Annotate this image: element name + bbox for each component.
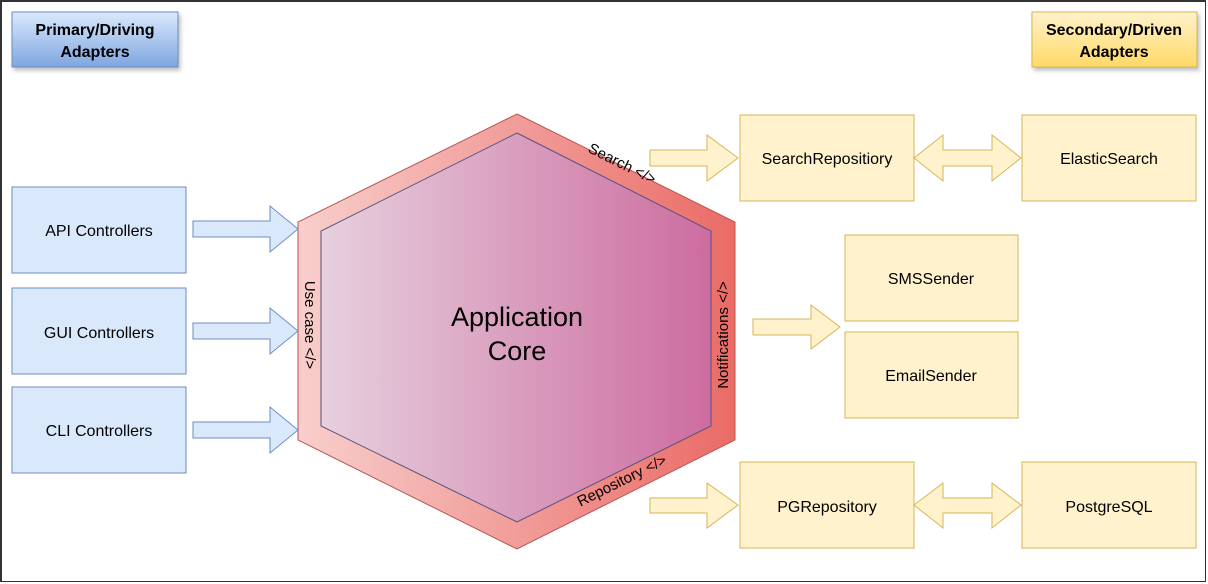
legend-primary-line2: Adapters	[60, 44, 129, 61]
arrow-core-to-pg-repository	[649, 482, 739, 529]
arrow-core-to-search-repository	[649, 134, 739, 182]
primary-adapter-api[interactable]: API Controllers	[11, 186, 187, 274]
hexagon-inner-core	[320, 132, 712, 523]
legend-secondary-line2: Adapters	[1079, 44, 1148, 61]
sms-sender-label: SMSSender	[888, 271, 975, 288]
port-notifications-label: Notifications </>	[715, 281, 732, 389]
secondary-adapter-email-sender[interactable]: EmailSender	[844, 331, 1019, 419]
primary-adapter-gui[interactable]: GUI Controllers	[11, 287, 187, 375]
secondary-adapter-postgresql[interactable]: PostgreSQL	[1021, 461, 1197, 549]
secondary-adapter-pg-repository[interactable]: PGRepository	[739, 461, 915, 549]
bidirectional-arrow-pg-postgresql	[913, 481, 1022, 530]
application-core-hexagon[interactable]: Application Core Search </> Repository <…	[297, 113, 736, 550]
secondary-adapter-elastic-search[interactable]: ElasticSearch	[1021, 114, 1197, 202]
arrow-core-to-notification-senders	[752, 303, 841, 351]
secondary-adapter-sms-sender[interactable]: SMSSender	[844, 234, 1019, 322]
arrow-gui-to-core	[192, 306, 299, 356]
cli-controllers-label: CLI Controllers	[46, 423, 153, 440]
api-controllers-label: API Controllers	[45, 223, 153, 240]
bidirectional-arrow-search-elastic	[913, 133, 1022, 183]
legend-secondary-line1: Secondary/Driven	[1046, 22, 1182, 39]
legend-primary-adapters: Primary/Driving Adapters	[11, 11, 179, 68]
core-title-line1: Application	[451, 302, 583, 332]
pg-repository-label: PGRepository	[777, 499, 877, 516]
port-use-case-label: Use case </>	[301, 281, 318, 370]
core-title-line2: Core	[488, 336, 547, 366]
legend-secondary-adapters: Secondary/Driven Adapters	[1031, 11, 1198, 68]
gui-controllers-label: GUI Controllers	[44, 325, 154, 342]
email-sender-label: EmailSender	[885, 368, 977, 385]
arrow-cli-to-core	[192, 405, 299, 455]
primary-adapter-cli[interactable]: CLI Controllers	[11, 386, 187, 474]
arrow-api-to-core	[192, 204, 299, 254]
elastic-search-label: ElasticSearch	[1060, 151, 1158, 168]
secondary-adapter-search-repository[interactable]: SearchRepositiory	[739, 114, 915, 202]
legend-primary-line1: Primary/Driving	[35, 22, 154, 39]
search-repository-label: SearchRepositiory	[762, 151, 893, 168]
postgresql-label: PostgreSQL	[1065, 499, 1152, 516]
